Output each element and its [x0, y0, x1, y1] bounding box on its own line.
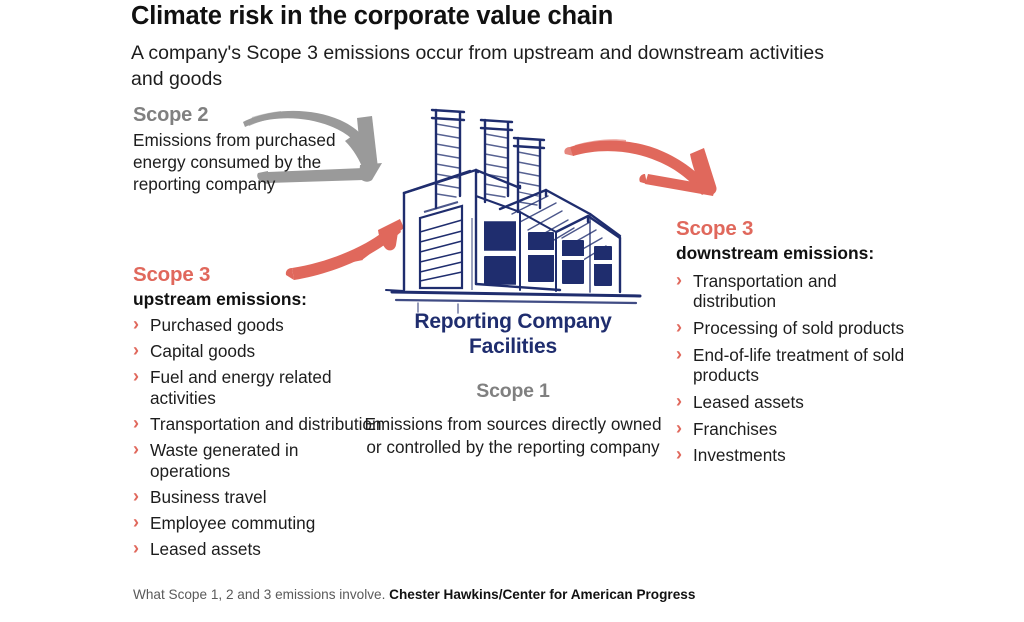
- list-item-label: Business travel: [150, 486, 267, 507]
- scope3-downstream-list: › Transportation and distribution › Proces…: [676, 269, 906, 466]
- list-item: › Transportation and distribution: [133, 412, 383, 435]
- scope3-downstream-subheading: downstream emissions:: [676, 242, 875, 263]
- bullet-chevron-icon: ›: [676, 444, 682, 465]
- list-item: › Franchises: [676, 417, 906, 440]
- list-item-label: Waste generated in operations: [150, 439, 299, 481]
- scope3-upstream-block: Scope 3 upstream emissions: › Purchased g…: [133, 263, 383, 565]
- page-subtitle: A company's Scope 3 emissions occur from…: [131, 42, 825, 90]
- list-item-label: Purchased goods: [150, 314, 284, 335]
- list-item-label: End-of-life treatment of sold products: [693, 344, 905, 386]
- scope2-heading: Scope 2: [133, 104, 209, 126]
- scope1-description: Emissions from sources directly owned or…: [364, 414, 662, 457]
- list-item: › Investments: [676, 444, 906, 466]
- scope3-upstream-subheading: upstream emissions:: [133, 288, 307, 309]
- scope3-downstream-arrow-icon: [564, 139, 717, 196]
- list-item-label: Leased assets: [693, 391, 804, 412]
- caption-credit: Chester Hawkins/Center for American Prog…: [389, 587, 696, 602]
- reporting-company-title: Reporting Company Facilities: [414, 310, 612, 358]
- factory-garage-door: [418, 201, 464, 290]
- bullet-chevron-icon: ›: [676, 417, 682, 438]
- bullet-chevron-icon: ›: [133, 412, 139, 433]
- bullet-chevron-icon: ›: [676, 343, 682, 364]
- list-item-label: Employee commuting: [150, 512, 316, 533]
- list-item: › End-of-life treatment of sold products: [676, 343, 906, 386]
- bullet-chevron-icon: ›: [133, 313, 139, 334]
- list-item-label: Franchises: [693, 418, 778, 439]
- list-item-label: Transportation and distribution: [693, 270, 837, 312]
- bullet-chevron-icon: ›: [676, 390, 682, 411]
- scope3-upstream-list: › Purchased goods › Capital goods › Fuel an…: [133, 313, 383, 560]
- list-item: › Business travel: [133, 485, 383, 508]
- list-item: › Waste generated in operations: [133, 438, 383, 481]
- bullet-chevron-icon: ›: [133, 438, 139, 459]
- list-item: › Processing of sold products: [676, 317, 906, 339]
- list-item: › Fuel and energy related activities: [133, 366, 383, 408]
- factory-windows: [484, 222, 612, 286]
- scope2-block: Scope 2 Emissions from purchased energy …: [133, 104, 348, 195]
- bullet-chevron-icon: ›: [676, 317, 682, 338]
- scope3-upstream-heading: Scope 3: [133, 263, 211, 286]
- scope3-downstream-block: Scope 3 downstream emissions: › Transport…: [676, 217, 906, 472]
- list-item-label: Capital goods: [150, 340, 256, 361]
- footer-caption: What Scope 1, 2 and 3 emissions involve.…: [133, 587, 933, 602]
- list-item: › Transportation and distribution: [676, 269, 906, 312]
- list-item: › Employee commuting: [133, 511, 383, 534]
- list-item: › Purchased goods: [133, 313, 383, 336]
- bullet-chevron-icon: ›: [676, 269, 682, 290]
- scope3-downstream-heading: Scope 3: [676, 217, 754, 240]
- factory-window-frames: [471, 218, 516, 290]
- list-item-label: Fuel and energy related activities: [150, 367, 332, 408]
- bullet-chevron-icon: ›: [133, 366, 139, 387]
- list-item-label: Transportation and distribution: [150, 413, 382, 434]
- list-item-label: Leased assets: [150, 539, 261, 560]
- list-item: › Leased assets: [676, 390, 906, 413]
- bullet-chevron-icon: ›: [133, 538, 139, 559]
- list-item: › Capital goods: [133, 339, 383, 362]
- list-item: › Leased assets: [133, 538, 383, 560]
- scope1-heading: Scope 1: [476, 380, 550, 402]
- bullet-chevron-icon: ›: [133, 511, 139, 532]
- bullet-chevron-icon: ›: [133, 485, 139, 506]
- scope2-description: Emissions from purchased energy consumed…: [133, 130, 336, 195]
- caption-text: What Scope 1, 2 and 3 emissions involve.: [133, 587, 386, 602]
- bullet-chevron-icon: ›: [133, 339, 139, 360]
- factory-illustration: [385, 108, 642, 314]
- list-item-label: Investments: [693, 445, 786, 466]
- list-item-label: Processing of sold products: [693, 318, 905, 339]
- page-title: Climate risk in the corporate value chai…: [131, 2, 614, 30]
